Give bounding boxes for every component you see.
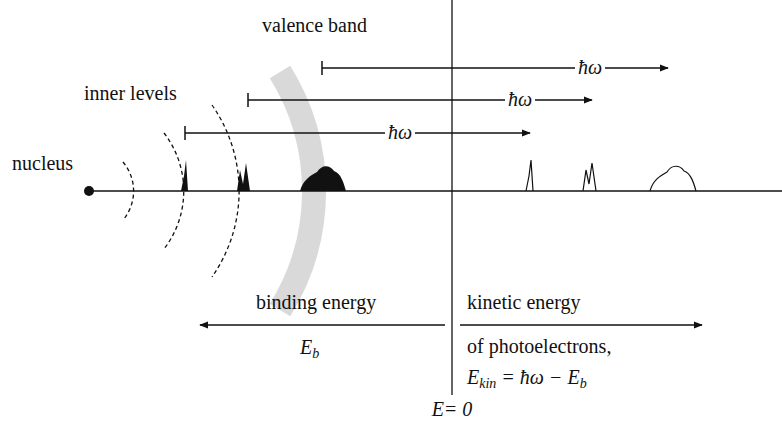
nucleus-label: nucleus <box>12 152 73 175</box>
level-peaks <box>181 160 346 191</box>
binding-energy-arrow <box>200 324 445 325</box>
band-label: valence band <box>262 14 367 37</box>
symbol-label: Eb <box>300 336 319 359</box>
axis-label: binding energy <box>256 291 376 314</box>
kinetic-energy-arrow <box>460 324 702 325</box>
zero-energy-line <box>451 0 452 395</box>
energy-axis <box>89 190 782 191</box>
photon-energy-label: ħω <box>505 88 535 111</box>
nucleus-dot <box>84 186 94 196</box>
photon-energy-label: ħω <box>575 56 605 79</box>
shell-label: inner levels <box>84 82 177 105</box>
photon-energy-label: ħω <box>385 121 415 144</box>
axis-label: kinetic energy <box>467 291 580 314</box>
photoelectron-peaks <box>526 160 696 191</box>
axis-label: of photoelectrons, <box>467 335 611 358</box>
formula-label: Ekin = ħω − Eb <box>467 366 587 389</box>
zero-energy-label: E= 0 <box>432 398 473 421</box>
